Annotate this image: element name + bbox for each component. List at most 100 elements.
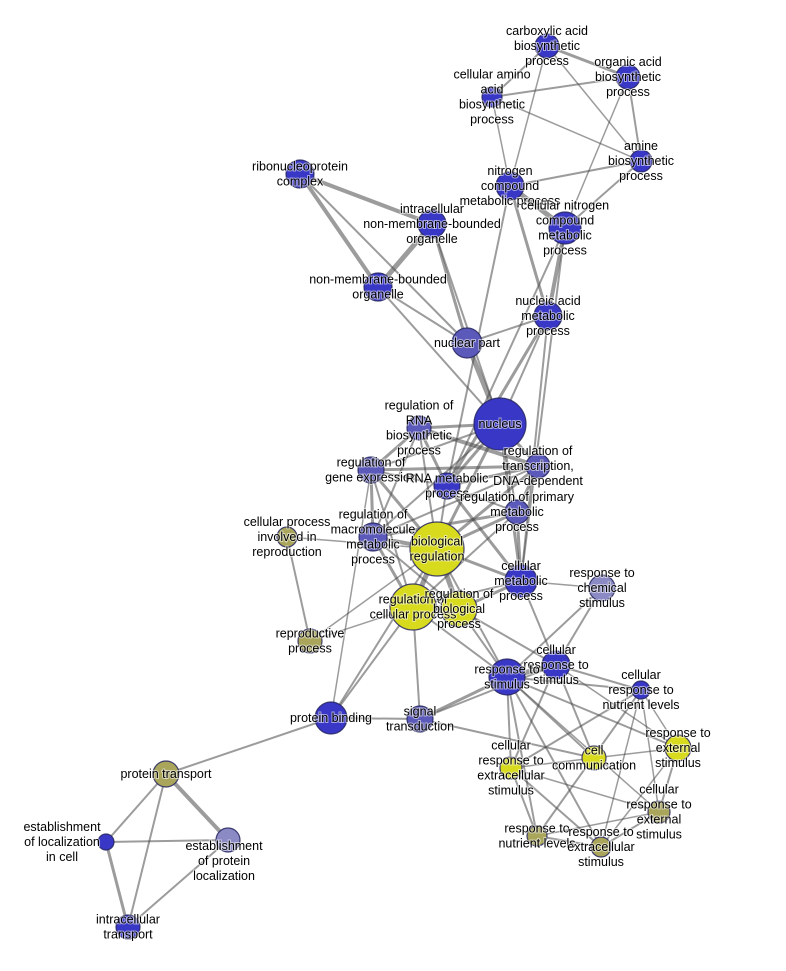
- node-rna_metabolic_process[interactable]: [433, 472, 461, 500]
- node-protein_transport[interactable]: [152, 760, 180, 788]
- edge-cellular_response_to_stimulus--cell_communication: [555, 664, 595, 759]
- edge-response_to_external_stimulus--response_to_extracellular_stimulus: [600, 747, 679, 848]
- edge-response_to_nutrient_levels--response_to_extracellular_stimulus: [536, 835, 602, 848]
- node-response_to_chemical_stimulus[interactable]: [588, 574, 616, 602]
- edge-regulation_of_transcription_dna_dependent--regulation_of_gene_expression: [369, 464, 540, 472]
- node-regulation_of_rna_biosynthetic_process[interactable]: [406, 415, 432, 441]
- edge-cellular_response_to_nutrient_levels--response_to_extracellular_stimulus: [600, 689, 642, 848]
- edge-response_to_stimulus--response_to_extracellular_stimulus: [506, 676, 602, 848]
- edge-amine_biosynthetic_process--cellular_nitrogen_compound_metabolic_process: [564, 160, 642, 229]
- edge-cellular_amino_acid_biosynthetic_process--amine_biosynthetic_process: [491, 96, 642, 162]
- node-organic_acid_biosynthetic_process[interactable]: [615, 64, 641, 90]
- edge-rna_metabolic_process--cellular_metabolic_process: [445, 484, 523, 583]
- node-nucleus[interactable]: [473, 397, 527, 451]
- node-nuclear_part[interactable]: [451, 327, 483, 359]
- edge-establishment_of_localization_in_cell--establishment_of_protein_localization: [105, 839, 229, 843]
- node-nitrogen_compound_metabolic_process[interactable]: [495, 171, 525, 201]
- edge-cellular_response_to_extracellular_stimulus--cellular_response_to_external_stimulus: [510, 767, 660, 813]
- node-regulation_of_biological_process[interactable]: [440, 590, 478, 628]
- node-non_membrane_bounded_organelle[interactable]: [363, 272, 393, 302]
- node-cellular_amino_acid_biosynthetic_process[interactable]: [481, 86, 503, 108]
- edge-cellular_response_to_extracellular_stimulus--response_to_extracellular_stimulus: [510, 767, 602, 848]
- edge-regulation_of_rna_biosynthetic_process--regulation_of_macromolecule_metabolic_process: [372, 427, 420, 538]
- edge-cellular_response_to_stimulus--response_to_external_stimulus: [555, 664, 679, 749]
- edge-organic_acid_biosynthetic_process--cellular_nitrogen_compound_metabolic_process: [564, 76, 629, 229]
- edge-regulation_of_rna_biosynthetic_process--regulation_of_transcription_dna_dependent: [417, 426, 540, 468]
- edge-cell_communication--cellular_response_to_extracellular_stimulus: [510, 757, 595, 769]
- edge-organic_acid_biosynthetic_process--cellular_amino_acid_biosynthetic_process: [491, 76, 629, 98]
- node-response_to_extracellular_stimulus[interactable]: [590, 836, 612, 858]
- node-protein_binding[interactable]: [314, 701, 348, 735]
- edge-regulation_of_biological_process--cellular_response_to_stimulus: [458, 608, 557, 666]
- edge-amine_biosynthetic_process--nitrogen_compound_metabolic_process: [509, 160, 642, 187]
- node-cellular_process_involved_in_reproduction[interactable]: [276, 526, 298, 548]
- edge-ribonucleoprotein_complex--nuclear_part: [299, 173, 468, 344]
- node-ribonucleoprotein_complex[interactable]: [285, 159, 315, 189]
- node-cellular_response_to_stimulus[interactable]: [541, 650, 571, 680]
- edges-layer: [104, 44, 679, 929]
- edge-response_to_stimulus--response_to_nutrient_levels: [506, 676, 538, 837]
- node-intracellular_non_membrane_bounded_organelle[interactable]: [417, 209, 447, 239]
- edge-cellular_response_to_nutrient_levels--cellular_response_to_extracellular_stimulus: [510, 689, 642, 769]
- edge-response_to_external_stimulus--cell_communication: [593, 747, 679, 759]
- edge-nucleic_acid_metabolic_process--cellular_metabolic_process: [520, 315, 549, 582]
- node-nucleic_acid_metabolic_process[interactable]: [533, 301, 563, 331]
- edge-protein_transport--intracellular_transport: [127, 773, 167, 928]
- edge-cellular_response_to_extracellular_stimulus--response_to_nutrient_levels: [510, 767, 538, 837]
- node-carboxylic_acid_biosynthetic_process[interactable]: [534, 33, 560, 59]
- edge-regulation_of_macromolecule_metabolic_process--regulation_of_biological_process: [372, 536, 460, 610]
- node-amine_biosynthetic_process[interactable]: [629, 149, 653, 173]
- node-response_to_nutrient_levels[interactable]: [526, 825, 548, 847]
- node-cellular_nitrogen_compound_metabolic_process[interactable]: [548, 211, 582, 245]
- edge-response_to_stimulus--cellular_response_to_nutrient_levels: [506, 676, 642, 691]
- edge-carboxylic_acid_biosynthetic_process--organic_acid_biosynthetic_process: [545, 44, 630, 79]
- edge-cellular_amino_acid_biosynthetic_process--nitrogen_compound_metabolic_process: [491, 96, 511, 187]
- node-reproductive_process[interactable]: [297, 628, 323, 654]
- edge-ribonucleoprotein_complex--intracellular_non_membrane_bounded_organelle: [298, 172, 434, 226]
- node-establishment_of_protein_localization[interactable]: [215, 827, 241, 853]
- edge-signal_transduction--cell_communication: [419, 718, 595, 759]
- edge-protein_transport--establishment_of_protein_localization: [164, 772, 230, 842]
- node-regulation_of_gene_expression[interactable]: [357, 456, 385, 484]
- node-intracellular_transport[interactable]: [115, 914, 141, 940]
- edge-carboxylic_acid_biosynthetic_process--amine_biosynthetic_process: [546, 45, 642, 162]
- node-cell_communication[interactable]: [581, 745, 607, 771]
- nodes-layer: [97, 33, 692, 940]
- edge-signal_transduction--cellular_response_to_stimulus: [419, 664, 557, 720]
- node-cellular_response_to_nutrient_levels[interactable]: [631, 680, 651, 700]
- node-cellular_response_to_extracellular_stimulus[interactable]: [499, 756, 523, 780]
- edge-protein_binding--biological_regulation: [330, 548, 438, 719]
- edge-intracellular_transport--establishment_of_protein_localization: [127, 839, 229, 928]
- edge-non_membrane_bounded_organelle--nucleus: [377, 286, 501, 425]
- edge-protein_transport--establishment_of_localization_in_cell: [105, 773, 167, 843]
- edge-protein_binding--regulation_of_gene_expression: [330, 469, 372, 719]
- edge-response_to_nutrient_levels--cellular_response_to_external_stimulus: [536, 811, 660, 837]
- node-response_to_stimulus[interactable]: [488, 658, 526, 696]
- edge-regulation_of_gene_expression--regulation_of_cellular_process: [370, 469, 414, 608]
- edge-regulation_of_transcription_dna_dependent--rna_metabolic_process: [445, 464, 540, 488]
- node-regulation_of_cellular_process[interactable]: [389, 583, 437, 631]
- node-regulation_of_primary_metabolic_process[interactable]: [504, 499, 530, 525]
- node-signal_transduction[interactable]: [406, 705, 434, 733]
- edge-response_to_chemical_stimulus--cellular_response_to_stimulus: [555, 587, 603, 666]
- edge-establishment_of_localization_in_cell--intracellular_transport: [104, 840, 130, 929]
- node-cellular_response_to_external_stimulus[interactable]: [647, 800, 671, 824]
- edge-organic_acid_biosynthetic_process--amine_biosynthetic_process: [627, 76, 642, 162]
- edge-response_to_stimulus--response_to_external_stimulus: [506, 676, 679, 749]
- node-biological_regulation[interactable]: [409, 521, 465, 577]
- node-regulation_of_transcription_dna_dependent[interactable]: [525, 453, 551, 479]
- node-establishment_of_localization_in_cell[interactable]: [97, 833, 115, 851]
- edge-regulation_of_transcription_dna_dependent--regulation_of_macromolecule_metabolic_process: [372, 465, 539, 538]
- edge-ribonucleoprotein_complex--non_membrane_bounded_organelle: [298, 172, 380, 289]
- node-cellular_metabolic_process[interactable]: [504, 564, 538, 598]
- edge-protein_binding--protein_transport: [165, 717, 332, 775]
- edge-response_to_chemical_stimulus--response_to_stimulus: [506, 587, 603, 678]
- edge-carboxylic_acid_biosynthetic_process--nitrogen_compound_metabolic_process: [509, 45, 548, 187]
- node-response_to_external_stimulus[interactable]: [664, 734, 692, 762]
- node-regulation_of_macromolecule_metabolic_process[interactable]: [358, 522, 388, 552]
- edge-nitrogen_compound_metabolic_process--nucleic_acid_metabolic_process: [508, 184, 550, 318]
- edge-non_membrane_bounded_organelle--nuclear_part: [377, 286, 468, 344]
